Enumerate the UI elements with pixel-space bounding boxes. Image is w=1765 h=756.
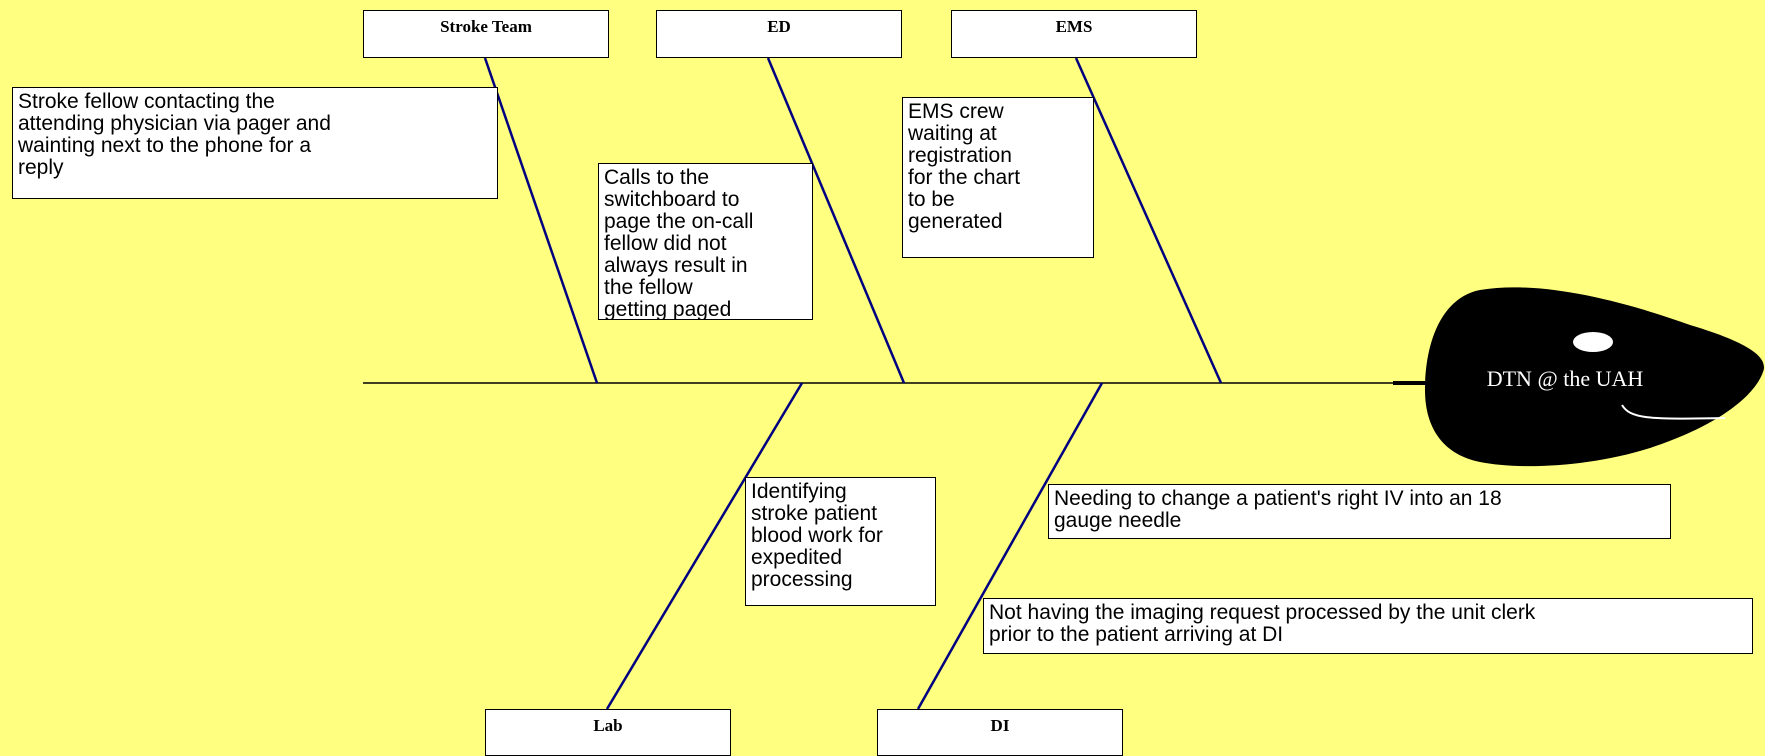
fish-mouth (1621, 404, 1726, 420)
cause-stroke-fellow: Stroke fellow contacting the attending p… (12, 87, 498, 199)
category-ems: EMS (951, 10, 1197, 58)
bone-di (916, 382, 1104, 710)
cause-switchboard: Calls to the switchboard to page the on-… (598, 163, 813, 320)
cause-ems-crew: EMS crew waiting at registration for the… (902, 97, 1094, 258)
cause-iv-change: Needing to change a patient's right IV i… (1048, 484, 1671, 539)
effect-label: DTN @ the UAH (1486, 366, 1644, 391)
category-di: DI (877, 709, 1123, 756)
fish-eye (1573, 332, 1613, 352)
bone-lab (605, 382, 804, 710)
category-stroke-team: Stroke Team (363, 10, 609, 58)
bone-ems (1074, 57, 1223, 384)
category-ed: ED (656, 10, 902, 58)
cause-imaging: Not having the imaging request processed… (983, 598, 1753, 654)
category-lab: Lab (485, 709, 731, 756)
bone-stroke-team (483, 57, 599, 384)
fish-head-shape (1425, 287, 1765, 467)
bone-ed (766, 57, 906, 384)
cause-blood-work: Identifying stroke patient blood work fo… (745, 477, 936, 606)
